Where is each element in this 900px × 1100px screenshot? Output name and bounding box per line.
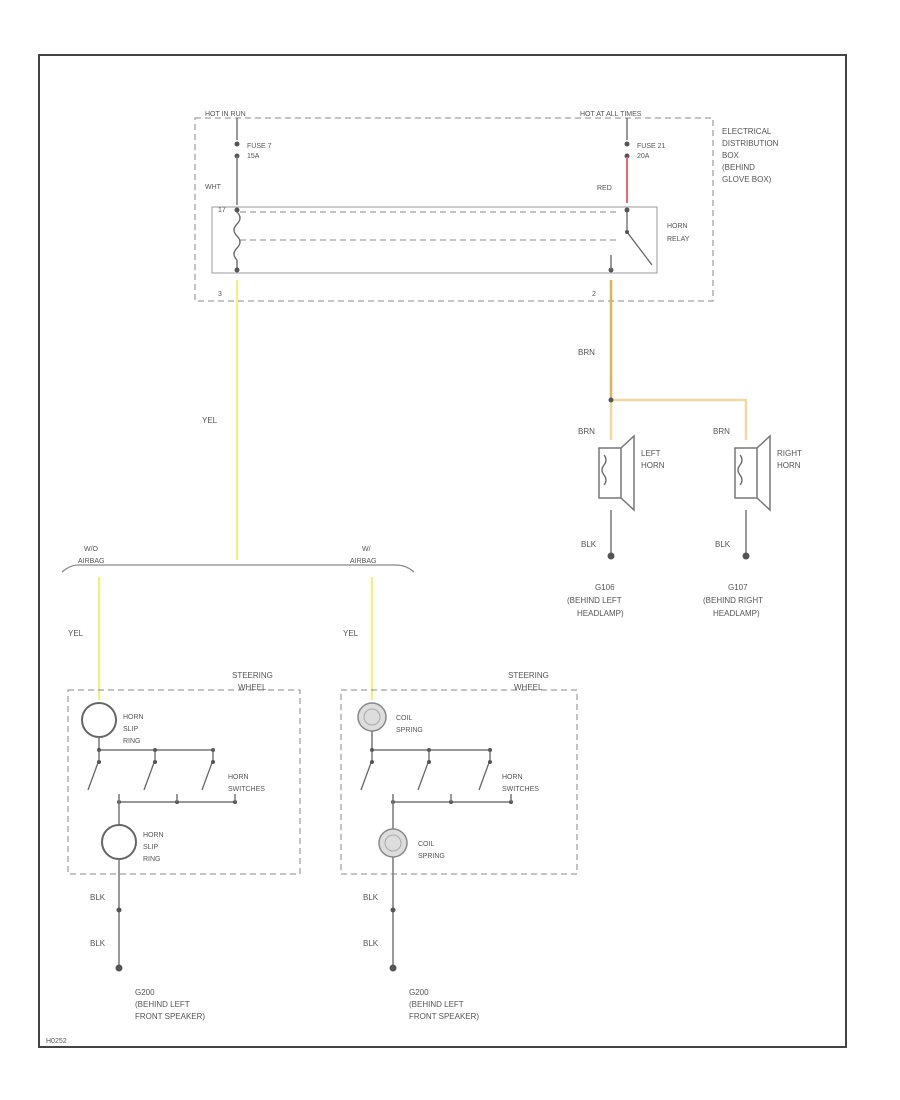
brn-right-label: BRN — [713, 427, 730, 436]
ring1-line3: RING — [123, 738, 141, 745]
pin-2: 2 — [592, 291, 596, 298]
ring2-line2: SLIP — [143, 844, 159, 851]
g107-ground-point — [742, 552, 750, 560]
left-horn-label-2: HORN — [641, 461, 665, 470]
g107-line1: (BEHIND RIGHT — [703, 596, 763, 605]
right-horn-label-1: RIGHT — [777, 449, 802, 458]
steering-wheel-without-airbag: STEERING WHEEL HORN SLIP RING HORN SWITC… — [67, 671, 301, 875]
electrical-distribution-box: HOT IN RUN HOT AT ALL TIMES ELECTRICAL D… — [194, 111, 779, 302]
fuse7-amp: 15A — [247, 153, 260, 160]
g2-id: G200 — [409, 988, 429, 997]
g200-ground-point-1 — [115, 964, 123, 972]
coil-spring-top — [357, 702, 387, 732]
left-horn-label-1: LEFT — [641, 449, 661, 458]
g1-id: G200 — [135, 988, 155, 997]
coil2-line1: COIL — [418, 841, 434, 848]
switches1-line1: HORN — [228, 774, 249, 781]
eddb-label-5: GLOVE BOX) — [722, 175, 772, 184]
switches2-line2: SWITCHES — [502, 786, 539, 793]
ring2-line1: HORN — [143, 832, 164, 839]
right-horn: RIGHT HORN — [734, 434, 802, 512]
g2-line1: (BEHIND LEFT — [409, 1000, 464, 1009]
eddb-outline — [194, 117, 714, 302]
fuse21-name: FUSE 21 — [637, 143, 666, 150]
g106-id: G106 — [595, 583, 615, 592]
yel-left-label: YEL — [68, 629, 84, 638]
g107-id: G107 — [728, 583, 748, 592]
fuse21-amp: 20A — [637, 153, 650, 160]
wheel1-title-2: WHEEL — [238, 683, 267, 692]
horn-slip-ring-top — [81, 702, 117, 738]
variant-left-top: W/O — [84, 546, 99, 553]
g107-line2: HEADLAMP) — [713, 609, 760, 618]
eddb-label-1: ELECTRICAL — [722, 127, 772, 136]
eddb-label-3: BOX — [722, 151, 740, 160]
blk-sw1b-label: BLK — [90, 939, 106, 948]
relay-label-2: RELAY — [667, 236, 690, 243]
steering-wheel-with-airbag: STEERING WHEEL COIL SPRING HORN SWITCHES… — [340, 671, 578, 875]
wheel2-title-2: WHEEL — [514, 683, 543, 692]
horn-relay-outline — [211, 206, 658, 274]
blk-sw1a-label: BLK — [90, 893, 106, 902]
coil1-line1: COIL — [396, 715, 412, 722]
g200-ground-point-2 — [389, 964, 397, 972]
red-wire-label: RED — [597, 185, 612, 192]
variant-left-bottom: AIRBAG — [78, 558, 104, 565]
blk-rh-label: BLK — [715, 540, 731, 549]
right-horn-label-2: HORN — [777, 461, 801, 470]
switches1-line2: SWITCHES — [228, 786, 265, 793]
wheel2-title-1: STEERING — [508, 671, 549, 680]
g106-ground-point — [607, 552, 615, 560]
ring1-line1: HORN — [123, 714, 144, 721]
switches2-line1: HORN — [502, 774, 523, 781]
coil-spring-bottom — [378, 828, 408, 858]
coil1-line2: SPRING — [396, 727, 423, 734]
ring1-line2: SLIP — [123, 726, 139, 733]
wht-wire-label: WHT — [205, 184, 222, 191]
g2-line2: FRONT SPEAKER) — [409, 1012, 479, 1021]
coil2-line2: SPRING — [418, 853, 445, 860]
yel-main-label: YEL — [202, 416, 218, 425]
variant-right-top: W/ — [362, 546, 371, 553]
pin-17: 17 — [218, 207, 226, 214]
pin-3: 3 — [218, 291, 222, 298]
blk-lh-label: BLK — [581, 540, 597, 549]
blk-sw2a-label: BLK — [363, 893, 379, 902]
left-horn: LEFT HORN — [598, 434, 665, 512]
fuse7-name: FUSE 7 — [247, 143, 272, 150]
blk-sw2b-label: BLK — [363, 939, 379, 948]
variant-split-line — [61, 564, 415, 573]
footer-code: H0252 — [46, 1038, 67, 1045]
g1-line1: (BEHIND LEFT — [135, 1000, 190, 1009]
variant-right-bottom: AIRBAG — [350, 558, 376, 565]
brn-main-label: BRN — [578, 348, 595, 357]
yel-right-label: YEL — [343, 629, 359, 638]
hot-in-run-label: HOT IN RUN — [205, 111, 246, 118]
g106-line2: HEADLAMP) — [577, 609, 624, 618]
relay-label-1: HORN — [667, 223, 688, 230]
ring2-line3: RING — [143, 856, 161, 863]
g1-line2: FRONT SPEAKER) — [135, 1012, 205, 1021]
diagram-frame — [38, 54, 847, 1048]
g106-line1: (BEHIND LEFT — [567, 596, 622, 605]
brn-wire-right — [611, 398, 748, 440]
eddb-label-4: (BEHIND — [722, 163, 755, 172]
hot-at-all-times-label: HOT AT ALL TIMES — [580, 111, 642, 118]
brn-left-label: BRN — [578, 427, 595, 436]
horn-slip-ring-bottom — [101, 824, 137, 860]
wheel1-title-1: STEERING — [232, 671, 273, 680]
eddb-label-2: DISTRIBUTION — [722, 139, 779, 148]
